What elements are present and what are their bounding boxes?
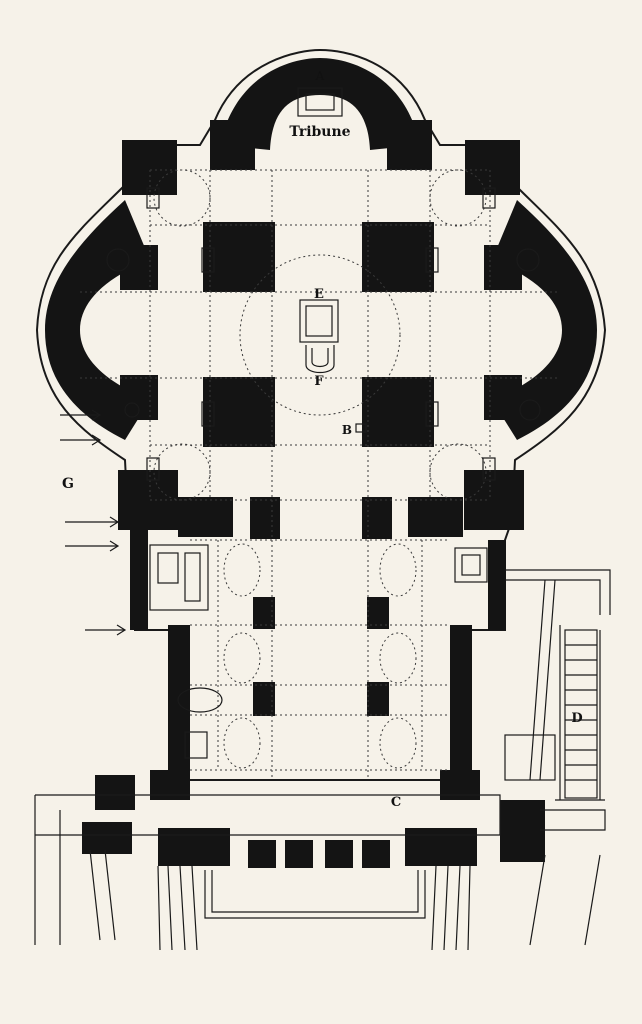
side-altars	[106, 187, 541, 481]
tower-top-right	[465, 140, 520, 195]
crossing-pier-ne	[362, 222, 434, 292]
pier-right-upper	[484, 245, 522, 290]
central-dome	[239, 254, 401, 416]
tower-mid-right	[464, 470, 524, 530]
label-d: D	[571, 711, 582, 726]
nave-pillar-3	[253, 682, 275, 716]
sacristy-wing	[504, 569, 611, 946]
bay-grid	[80, 169, 560, 780]
portico-pier-4	[362, 840, 390, 868]
portico-pier-1	[248, 840, 276, 868]
chapel-right	[454, 547, 488, 583]
domes	[153, 169, 487, 769]
label-e: E	[314, 287, 324, 302]
nave-pier-c	[362, 497, 392, 539]
crossing-pier-sw	[203, 377, 275, 447]
facade-wing-left	[82, 822, 132, 854]
dome-top-right	[429, 169, 487, 227]
dome-bottom-right	[429, 443, 487, 501]
nave-pillar-1	[253, 597, 275, 629]
nave-pier-d	[408, 497, 463, 537]
tower-mid-left	[118, 470, 178, 530]
label-f: F	[314, 374, 324, 389]
papal-altar	[299, 299, 339, 374]
portico-pier-3	[325, 840, 353, 868]
chapel-wall-right	[488, 540, 506, 630]
tribune-altar	[297, 87, 343, 117]
label-a: A	[315, 69, 325, 83]
label-b: B	[342, 423, 352, 437]
dome-bottom-left	[153, 443, 211, 501]
baptistery	[177, 687, 223, 759]
dome-top-left	[153, 169, 211, 227]
nave-pier-b	[250, 497, 280, 539]
chapel-left	[149, 544, 209, 611]
approach-arrows	[60, 409, 127, 636]
label-tribune: Tribune	[289, 124, 350, 140]
apse-wall	[220, 58, 420, 150]
entrance-arrow	[85, 624, 127, 636]
fittings	[106, 87, 541, 759]
plan-labels: A Tribune E F B G C D	[62, 69, 583, 810]
facade-block-left	[158, 828, 230, 866]
crossing-pier-nw	[203, 222, 275, 292]
crossing-pier-se	[362, 377, 434, 447]
wall-masses	[45, 58, 597, 868]
label-c: C	[391, 795, 401, 810]
building-outline	[35, 48, 607, 781]
chapel-wall-left	[130, 530, 148, 630]
nave-pillar-4	[367, 682, 389, 716]
entrance-front	[34, 794, 501, 951]
atrium-left-block	[95, 775, 135, 810]
nave-pillar-2	[367, 597, 389, 629]
label-g: G	[62, 476, 74, 492]
nave-pier-a	[178, 497, 233, 537]
pier-right-lower	[484, 375, 522, 420]
facade-wing-right	[500, 800, 545, 862]
facade-block-right	[405, 828, 477, 866]
nave-wall-right	[450, 625, 472, 780]
portico-pier-2	[285, 840, 313, 868]
apse-pier-right	[387, 120, 432, 170]
apse-pier-left	[210, 120, 255, 170]
